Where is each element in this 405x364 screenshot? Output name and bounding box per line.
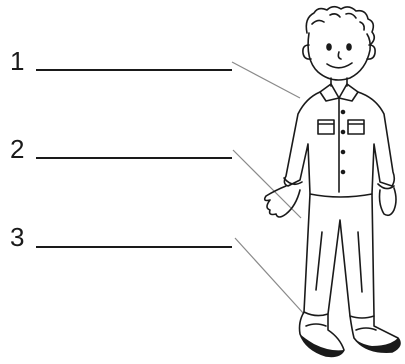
answer-blank-1[interactable] [36,69,232,71]
smile [327,63,352,68]
answer-blank-2[interactable] [36,157,232,159]
leader-line-1 [232,62,300,98]
leader-line-3 [235,238,304,314]
label-number-1: 1 [10,48,24,74]
label-number-3: 3 [10,224,24,250]
trousers [304,194,374,318]
label-number-2: 2 [10,136,24,162]
right-hand [380,188,397,215]
answer-blank-3[interactable] [36,246,232,248]
